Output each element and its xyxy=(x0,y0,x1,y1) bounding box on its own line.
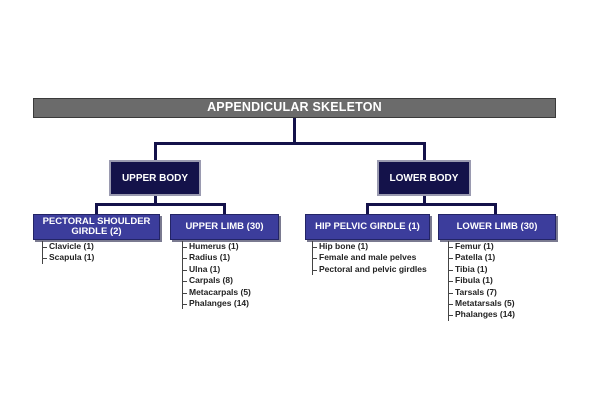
list-item: Female and male pelves xyxy=(313,252,427,263)
lower-limb-bones-list: Femur (1) Patella (1) Tibia (1) Fibula (… xyxy=(448,241,515,321)
lower-body-label: LOWER BODY xyxy=(389,172,459,184)
root-title-box: APPENDICULAR SKELETON xyxy=(33,98,556,118)
list-item: Metatarsals (5) xyxy=(449,298,515,309)
list-item: Pectoral and pelvic girdles xyxy=(313,264,427,275)
upper-branch-connector xyxy=(95,203,226,206)
list-item: Ulna (1) xyxy=(183,264,251,275)
root-connector xyxy=(293,118,296,143)
upper-body-stem xyxy=(154,196,157,204)
root-title: APPENDICULAR SKELETON xyxy=(207,100,382,115)
pectoral-connector xyxy=(95,203,98,215)
list-item: Phalanges (14) xyxy=(449,309,515,320)
hip-girdle-box: HIP PELVIC GIRDLE (1) xyxy=(305,214,430,240)
lower-limb-box: LOWER LIMB (30) xyxy=(438,214,556,240)
pectoral-girdle-box: PECTORAL SHOULDER GIRDLE (2) xyxy=(33,214,160,240)
list-item: Fibula (1) xyxy=(449,275,515,286)
list-item: Phalanges (14) xyxy=(183,298,251,309)
hip-connector xyxy=(366,203,369,215)
lower-body-connector xyxy=(423,142,426,161)
upper-limb-box: UPPER LIMB (30) xyxy=(170,214,279,240)
lower-branch-connector xyxy=(366,203,497,206)
upper-limb-bones-list: Humerus (1) Radius (1) Ulna (1) Carpals … xyxy=(182,241,251,310)
list-item: Patella (1) xyxy=(449,252,515,263)
list-item: Scapula (1) xyxy=(43,252,94,263)
list-item: Metacarpals (5) xyxy=(183,287,251,298)
lower-body-stem xyxy=(423,196,426,204)
list-item: Tarsals (7) xyxy=(449,287,515,298)
upper-limb-label: UPPER LIMB (30) xyxy=(185,220,264,232)
lower-limb-connector xyxy=(494,203,497,215)
list-item: Femur (1) xyxy=(449,241,515,252)
list-item: Radius (1) xyxy=(183,252,251,263)
pectoral-bones-list: Clavicle (1) Scapula (1) xyxy=(42,241,94,264)
pectoral-girdle-label: PECTORAL SHOULDER GIRDLE (2) xyxy=(42,215,151,237)
list-item: Humerus (1) xyxy=(183,241,251,252)
upper-body-label: UPPER BODY xyxy=(121,172,189,184)
upper-limb-connector xyxy=(223,203,226,215)
list-item: Clavicle (1) xyxy=(43,241,94,252)
upper-body-box: UPPER BODY xyxy=(109,160,201,196)
list-item: Tibia (1) xyxy=(449,264,515,275)
top-branch-connector xyxy=(154,142,426,145)
lower-limb-label: LOWER LIMB (30) xyxy=(456,220,538,232)
hip-topics-list: Hip bone (1) Female and male pelves Pect… xyxy=(312,241,427,276)
lower-body-box: LOWER BODY xyxy=(377,160,471,196)
hip-girdle-label: HIP PELVIC GIRDLE (1) xyxy=(315,220,420,232)
list-item: Hip bone (1) xyxy=(313,241,427,252)
list-item: Carpals (8) xyxy=(183,275,251,286)
upper-body-connector xyxy=(154,142,157,161)
